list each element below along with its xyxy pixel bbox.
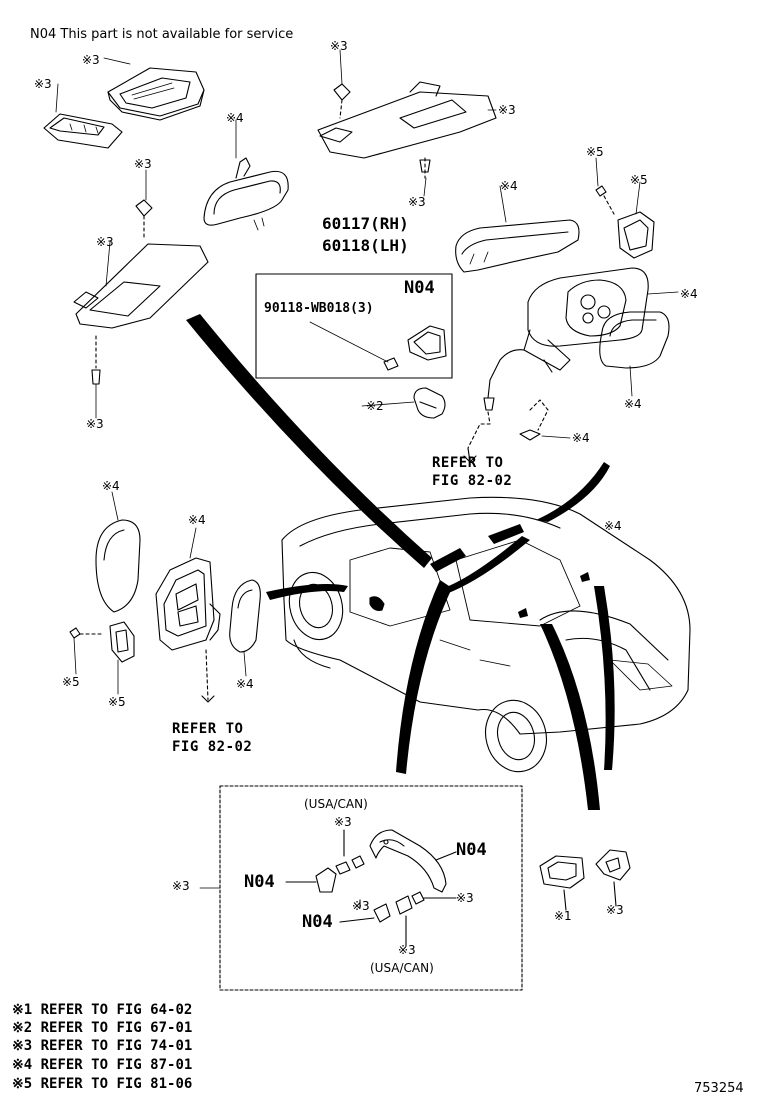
sun-visor-lh-drawing — [73, 199, 209, 385]
mirror-glass-drawing — [599, 311, 670, 369]
side-turn-lamp-drawing — [595, 185, 655, 259]
mark-4-mirror-cover: ※4 — [500, 179, 518, 193]
mark-4-vehicle: ※4 — [604, 519, 622, 533]
part-number-lh: 60118(LH) — [322, 236, 409, 255]
mark-4-inner-mirror: ※4 — [226, 111, 244, 125]
fig-82-02-upper: FIG 82-02 — [432, 473, 513, 489]
n04-label-cap: N04 — [302, 912, 333, 932]
usa-can-lower: (USA/CAN) — [370, 961, 434, 975]
mirror-cover-left-drawing — [95, 519, 141, 613]
usa-can-upper: (USA/CAN) — [304, 797, 368, 811]
n04-label-clip: N04 — [244, 872, 275, 892]
grip-clip-drawing — [285, 829, 457, 947]
mark-5-left-lamp: ※5 — [108, 695, 126, 709]
mark-5-left-screw: ※5 — [62, 675, 80, 689]
fig-82-02-lower: FIG 82-02 — [172, 739, 253, 755]
mark-4-left-cover: ※4 — [102, 479, 120, 493]
part-number-rh: 60117(RH) — [322, 214, 409, 233]
console-lamp-drawing — [43, 113, 123, 149]
legend-item-4: ※4 REFER TO FIG 87-01 — [12, 1057, 193, 1073]
mirror-body-left-drawing — [155, 557, 221, 703]
mark-2-grip: ※2 — [366, 399, 384, 413]
mark-4-mirror-glass: ※4 — [624, 397, 642, 411]
mark-3-console-cover: ※3 — [82, 53, 100, 67]
switch-part-drawing — [539, 855, 585, 911]
overhead-console-cover-drawing — [107, 67, 205, 121]
mirror-bracket-detail-drawing — [309, 321, 447, 371]
mark-3-grip-clip-mid: ※3 — [352, 899, 370, 913]
outer-mirror-cover-drawing — [455, 219, 580, 273]
mark-3-visor-rh: ※3 — [498, 103, 516, 117]
mark-4-mirror-body: ※4 — [680, 287, 698, 301]
mark-3-visor-clip: ※3 — [330, 39, 348, 53]
mark-3-visor-lh-clip: ※3 — [134, 157, 152, 171]
mark-3-grip-box: ※3 — [172, 879, 190, 893]
turn-lamp-left-drawing — [69, 621, 135, 663]
inner-mirror-drawing — [203, 157, 289, 231]
mirror-glass-left-drawing — [229, 579, 261, 653]
refer-to-label-upper: REFER TO — [432, 455, 504, 471]
header-note: N04 This part is not available for servi… — [30, 27, 294, 42]
mark-3-console-lamp: ※3 — [34, 77, 52, 91]
vehicle-body-drawing — [281, 496, 691, 773]
mark-4-mirror-bolt: ※4 — [572, 431, 590, 445]
legend-item-2: ※2 REFER TO FIG 67-01 — [12, 1020, 193, 1036]
mark-3-visor-screw: ※3 — [408, 195, 426, 209]
mark-5-turn-lamp-screw: ※5 — [586, 145, 604, 159]
mark-3-hook: ※3 — [606, 903, 624, 917]
assist-grip-drawing — [369, 829, 447, 893]
mark-4-left-glass: ※4 — [236, 677, 254, 691]
refer-to-label-lower: REFER TO — [172, 721, 244, 737]
mark-3-visor-lh-screw: ※3 — [86, 417, 104, 431]
n04-label-box: N04 — [404, 278, 435, 298]
hook-part-drawing — [595, 849, 631, 907]
callout-swooshes — [186, 314, 615, 810]
diagram-number: 753254 — [694, 1081, 744, 1096]
mark-1-switch: ※1 — [554, 909, 572, 923]
legend-item-5: ※5 REFER TO FIG 81-06 — [12, 1076, 193, 1092]
screw-detail-box — [255, 273, 453, 379]
screw-part-number: 90118-WB018(3) — [264, 301, 374, 316]
outer-mirror-body-drawing — [483, 267, 649, 411]
mark-3-grip-clip-lower: ※3 — [398, 943, 416, 957]
mark-5-turn-lamp: ※5 — [630, 173, 648, 187]
sun-visor-rh-drawing — [317, 81, 497, 179]
assist-grip-small-drawing — [413, 387, 446, 419]
legend-item-3: ※3 REFER TO FIG 74-01 — [12, 1038, 193, 1054]
mark-3-grip-clip-right: ※3 — [456, 891, 474, 905]
mark-3-grip-clip-upper: ※3 — [334, 815, 352, 829]
mark-4-left-body: ※4 — [188, 513, 206, 527]
legend-item-1: ※1 REFER TO FIG 64-02 — [12, 1002, 193, 1018]
leader-lines — [55, 49, 679, 695]
mark-3-visor-lh: ※3 — [96, 235, 114, 249]
n04-label-grip: N04 — [456, 840, 487, 860]
